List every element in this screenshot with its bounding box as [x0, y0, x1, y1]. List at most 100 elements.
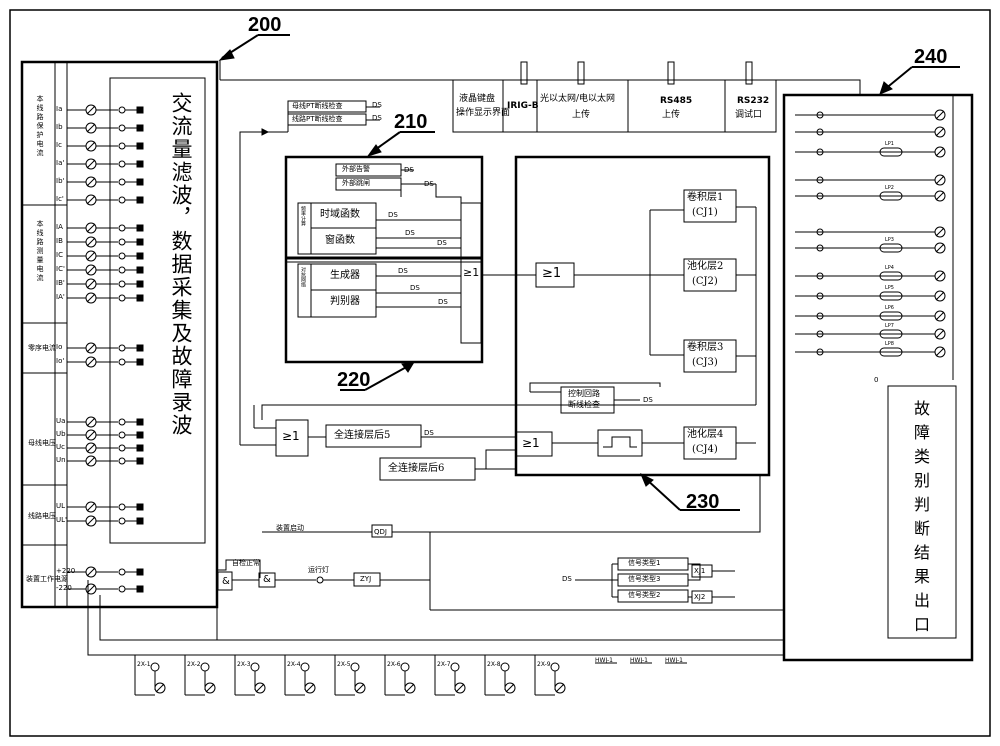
callout-230: 230: [686, 491, 720, 513]
external-alarm: 外部告警: [342, 165, 370, 173]
lp-label: LP3: [885, 237, 894, 243]
bus-pt-check: 母线PT断线检查: [292, 102, 343, 110]
device-start: 装置启动: [276, 524, 304, 532]
terminal-label: UL: [56, 502, 66, 510]
lcd-label: 液晶键盘: [459, 94, 496, 104]
qdj-relay: QDJ: [374, 528, 387, 536]
bottom-terminal-label: 2X-2: [187, 661, 201, 668]
ds-label: DS: [643, 396, 653, 404]
ds-label: DS: [437, 239, 447, 247]
hwj-label: HWJ-1: [630, 657, 648, 664]
fc-layer-5: 全连接层后5: [334, 430, 391, 441]
xj2-relay: XJ2: [694, 593, 706, 601]
terminal-label: Ic': [56, 195, 64, 203]
or-gate-230: ≥1: [542, 266, 562, 281]
control-loop-check: 控制回路: [568, 389, 600, 398]
terminal-label: Ia: [56, 105, 63, 113]
ds-label: DS: [405, 229, 415, 237]
terminal-label: Io: [56, 343, 63, 351]
pool-layer-4-code: (CJ4): [692, 444, 718, 455]
and-gate-1: &: [222, 576, 230, 587]
control-loop-check-2: 断线检查: [568, 400, 600, 409]
terminal-label: Ib: [56, 123, 63, 131]
ds-label: DS: [438, 298, 448, 306]
lp-label: LP5: [885, 285, 894, 291]
generator: 生成器: [330, 270, 360, 281]
lp-label: LP7: [885, 323, 894, 329]
hwj-label: HWJ-1: [665, 657, 683, 664]
lp-label: LP6: [885, 305, 894, 311]
terminal-label: IC: [56, 251, 63, 259]
pool-layer-4: 池化层4: [687, 429, 724, 440]
conv-layer-1-code: (CJ1): [692, 207, 718, 218]
group-label-protection-current: 本线路保护电流: [36, 95, 44, 158]
bottom-terminal-label: 2X-9: [537, 661, 551, 668]
conv-layer-3-code: (CJ3): [692, 357, 718, 368]
zero-label: 0: [874, 376, 879, 384]
ds-label: DS: [372, 114, 382, 122]
terminal-label: IA': [56, 293, 65, 301]
module-200-title: 交流量滤波，数据采集及故障录波: [169, 92, 193, 437]
hwj-label: HWJ-1: [595, 657, 613, 664]
group-label-zero-current: 零序电流: [28, 344, 56, 352]
terminal-label: Un: [56, 456, 66, 464]
bottom-terminal-label: 2X-8: [487, 661, 501, 668]
terminal-label: Ub: [56, 430, 66, 438]
signal-type-3: 信号类型3: [628, 575, 661, 583]
signal-type-2: 信号类型2: [628, 591, 661, 599]
bottom-terminal-label: 2X-5: [337, 661, 351, 668]
or-gate-left: ≥1: [282, 429, 300, 443]
rs485-label-2: 上传: [662, 110, 681, 120]
ethernet-label: 光以太网/电以太网: [540, 94, 616, 104]
rs232-label: RS232: [737, 96, 770, 106]
group-2-label: 对抗网络: [300, 267, 306, 287]
callout-220: 220: [337, 369, 371, 391]
terminal-label: Uc: [56, 443, 65, 451]
terminal-label: Ua: [56, 417, 66, 425]
callout-200: 200: [248, 14, 282, 36]
line-pt-check: 线路PT断线检查: [292, 115, 343, 123]
terminal-label: +220: [56, 567, 76, 575]
run-light: 运行灯: [308, 566, 329, 574]
terminal-label: -220: [56, 584, 72, 592]
or-gate-230-2: ≥1: [522, 436, 540, 450]
terminal-label: Ia': [56, 159, 65, 167]
zyj-relay: ZYJ: [360, 575, 372, 583]
group-label-bus-voltage: 母线电压: [28, 439, 56, 447]
ds-label: DS: [562, 575, 572, 583]
lp-label: LP8: [885, 341, 894, 347]
fc-layer-6: 全连接层后6: [388, 463, 445, 474]
terminal-label: UL': [56, 516, 67, 524]
pool-layer-2: 池化层2: [687, 261, 724, 272]
ds-label: DS: [372, 101, 382, 109]
and-gate-2: &: [263, 574, 271, 585]
bottom-terminal-label: 2X-4: [287, 661, 301, 668]
signal-type-1: 信号类型1: [628, 559, 661, 567]
external-trip: 外部跳闸: [342, 179, 370, 187]
bottom-terminal-label: 2X-7: [437, 661, 451, 668]
ds-label: DS: [424, 180, 434, 188]
pool-layer-2-code: (CJ2): [692, 276, 718, 287]
bottom-terminal-label: 2X-3: [237, 661, 251, 668]
terminal-label: IB': [56, 279, 65, 287]
ds-label: DS: [410, 284, 420, 292]
group-1-label: 频率计算: [300, 206, 306, 226]
bottom-terminal-label: 2X-6: [387, 661, 401, 668]
or-gate-210: ≥1: [463, 266, 480, 279]
discriminator: 判别器: [330, 296, 360, 307]
callout-240: 240: [914, 46, 948, 68]
terminal-label: Io': [56, 357, 65, 365]
rs485-label: RS485: [660, 96, 693, 106]
group-label-measure-current: 本线路测量电流: [36, 220, 44, 283]
ethernet-label-2: 上传: [572, 110, 591, 120]
conv-layer-1: 卷积层1: [687, 192, 724, 203]
self-check-ok: 自检正常: [232, 559, 260, 567]
terminal-label: Ib': [56, 177, 65, 185]
lp-label: LP1: [885, 141, 894, 147]
ds-label: DS: [424, 429, 434, 437]
group-label-power: 装置工作电源: [26, 575, 68, 583]
fault-result-output: 故障类别判断结果出口: [911, 400, 930, 640]
lp-label: LP2: [885, 185, 894, 191]
ds-label: DS: [388, 211, 398, 219]
